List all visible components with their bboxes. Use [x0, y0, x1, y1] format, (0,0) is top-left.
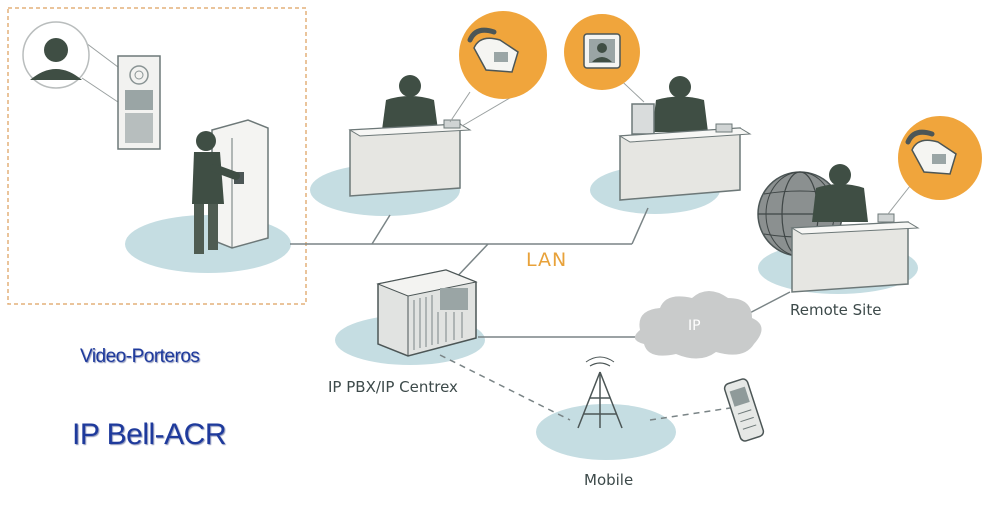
remote-site-label: Remote Site — [790, 301, 882, 319]
visitor-person — [192, 131, 240, 254]
brand-title: IP Bell-ACR — [72, 418, 227, 451]
intercom-panel-icon — [117, 55, 161, 150]
pbx-label: IP PBX/IP Centrex — [328, 378, 458, 396]
desk1-operator — [348, 75, 472, 197]
lan-label: LAN — [526, 249, 568, 271]
entrance-area-frame — [7, 7, 307, 305]
ip-cloud-label: IP — [688, 318, 701, 334]
pbx-server-icon — [376, 269, 478, 357]
brand-subtitle: Video-Porteros — [80, 346, 200, 367]
visitor-avatar-icon — [22, 21, 131, 111]
cloud-icon — [634, 291, 762, 359]
video-call-icon — [564, 14, 645, 103]
mobile-label: Mobile — [584, 471, 634, 489]
mobile-base — [536, 404, 676, 460]
network-lines — [290, 207, 791, 421]
tower-icon — [577, 356, 623, 429]
remote-operator — [790, 164, 920, 293]
desk2-operator — [618, 76, 752, 201]
mobile-phone-icon — [723, 378, 765, 442]
desk-phone-icon — [449, 11, 547, 127]
remote-phone-icon — [887, 116, 982, 215]
